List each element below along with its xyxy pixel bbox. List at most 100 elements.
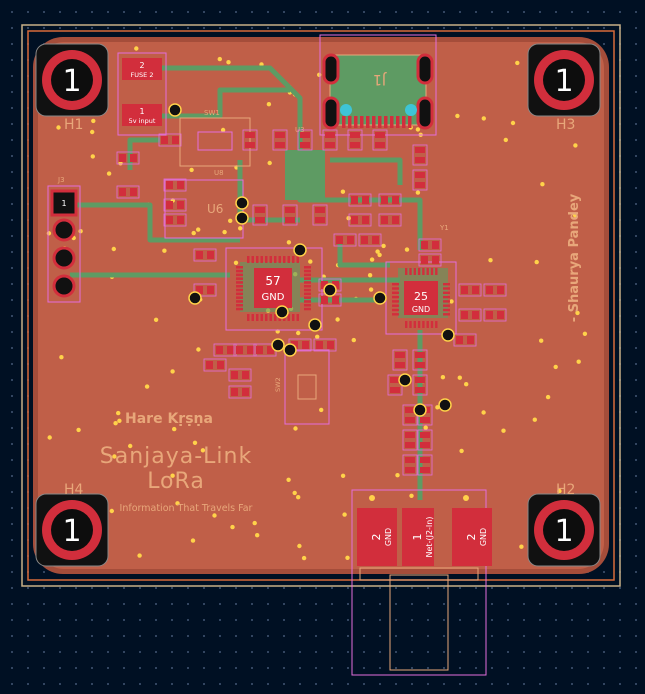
through-via — [271, 338, 285, 352]
radio-pin — [417, 268, 421, 275]
hole-drill — [51, 59, 93, 101]
hole-drill — [543, 59, 585, 101]
sw2-actuator — [297, 374, 317, 400]
via — [367, 273, 373, 278]
mcu-pin — [287, 314, 290, 321]
hole-ref-label: H4 — [64, 482, 84, 498]
passive-pad — [119, 188, 126, 196]
passive-courtyard — [412, 374, 428, 396]
j1-shield-br — [416, 96, 434, 130]
header-j3[interactable]: J3 1 — [47, 176, 81, 303]
passive-courtyard — [412, 169, 428, 191]
via — [266, 102, 272, 107]
via — [340, 473, 346, 478]
via — [91, 118, 96, 124]
via — [345, 555, 350, 560]
passive-pad — [420, 467, 430, 473]
via — [319, 407, 324, 413]
passive-pad — [242, 388, 249, 396]
mcu-pin — [269, 256, 272, 263]
mounting-hole-h4: 1H4 — [35, 482, 109, 567]
passive-pad — [497, 286, 504, 294]
passive-pad — [415, 362, 425, 368]
passive-pad — [172, 136, 179, 144]
passive-pad — [351, 196, 358, 204]
passive-pad — [395, 362, 405, 368]
via — [308, 259, 313, 264]
mcu-pin — [236, 300, 243, 303]
via — [317, 72, 322, 78]
via — [292, 490, 297, 496]
hole-ref-label: H2 — [556, 482, 575, 498]
passive-component — [322, 129, 338, 151]
j1-shield-bl — [322, 96, 340, 130]
mcu-pin — [283, 256, 286, 263]
j2-courtyard — [351, 489, 487, 676]
fuse-footprint[interactable]: 2 FUSE 2 1 5v input — [117, 52, 167, 136]
passive-courtyard — [313, 338, 337, 352]
board-tagline: Information That Travels Far — [120, 503, 253, 514]
passive-pad — [347, 236, 354, 244]
passive-pad — [275, 132, 285, 138]
passive-component — [203, 358, 227, 372]
radio-pin — [392, 304, 399, 307]
passive-component — [282, 204, 298, 226]
passive-pad — [405, 457, 415, 463]
via — [226, 60, 231, 65]
mcu-pin — [256, 314, 259, 321]
passive-component — [412, 144, 428, 166]
fuse-pad-2 — [122, 58, 162, 80]
via — [217, 56, 222, 62]
passive-pad — [177, 181, 184, 189]
passive-pad — [415, 182, 425, 188]
mcu-pin — [236, 285, 243, 288]
usb-connector-j1[interactable]: J1 — [319, 34, 437, 136]
passive-pad — [372, 236, 379, 244]
u6-label: U6 — [207, 202, 223, 216]
switch-sw2[interactable]: SW2 — [274, 349, 330, 425]
via — [501, 428, 506, 433]
passive-pad — [415, 352, 425, 358]
passive-pad — [421, 256, 428, 264]
passive-component — [297, 129, 313, 151]
via — [220, 127, 226, 133]
via — [112, 454, 117, 459]
passive-courtyard — [297, 129, 313, 151]
antenna-pad-net: GND — [479, 528, 488, 546]
via — [297, 543, 302, 549]
passive-pad — [166, 216, 173, 224]
usb-pin — [366, 116, 370, 128]
passive-component — [483, 308, 507, 322]
passive-pad — [300, 142, 310, 148]
antenna-pad-copper — [452, 508, 492, 566]
via — [296, 330, 301, 336]
radio-module-u2[interactable]: 25 GND Y1 — [385, 224, 457, 335]
usb-pin — [378, 116, 382, 128]
mcu-pin — [304, 273, 311, 277]
board-edge-cuts — [21, 24, 621, 587]
passive-component — [163, 213, 187, 227]
passive-component — [417, 454, 433, 476]
radio-pin — [422, 321, 425, 328]
passive-component — [163, 198, 187, 212]
passive-pad — [351, 216, 358, 224]
mcu-pin — [304, 285, 311, 288]
passive-component — [418, 253, 442, 267]
passive-pad — [321, 281, 328, 289]
passive-pad — [432, 241, 439, 249]
via — [144, 384, 150, 389]
via — [170, 369, 175, 374]
usb-pin — [408, 116, 412, 128]
through-via — [293, 243, 307, 257]
passive-pad — [196, 251, 203, 259]
passive-pad — [242, 371, 249, 379]
passive-component — [348, 193, 372, 207]
passive-component — [163, 178, 187, 192]
passive-courtyard — [418, 253, 442, 267]
mcu-u1[interactable]: 57 GND — [225, 247, 323, 331]
passive-pad — [405, 417, 415, 423]
passive-pad — [456, 336, 463, 344]
passive-pad — [415, 387, 425, 393]
